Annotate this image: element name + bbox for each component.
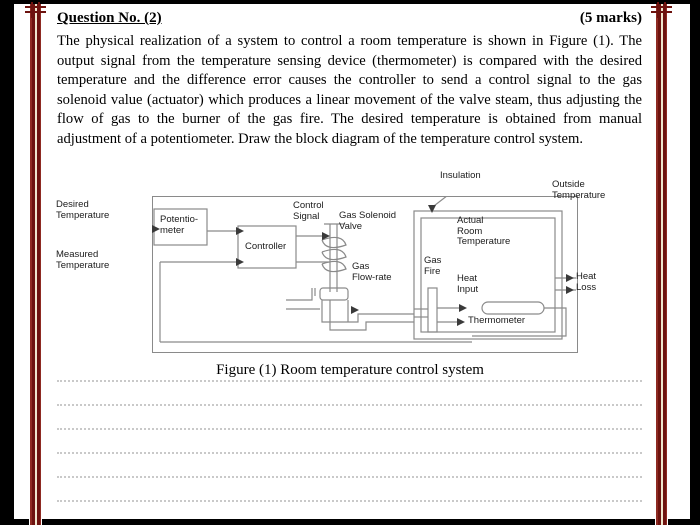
figure-diagram: Desired Temperature Measured Temperature… (56, 170, 605, 353)
decorative-border-left (29, 4, 42, 525)
page-edge-bottom (0, 519, 700, 525)
answer-rule-line (57, 428, 642, 430)
label-control-signal: Control Signal (293, 200, 324, 222)
diagram-graphics (152, 196, 576, 343)
answer-rule-line (57, 404, 642, 406)
question-body-text: The physical realization of a system to … (57, 33, 642, 147)
label-heat-loss: Heat Loss (576, 271, 597, 293)
decorative-ornament-right (651, 2, 672, 18)
answer-rule-line (57, 500, 642, 502)
answer-ruled-lines (57, 380, 642, 524)
label-controller: Controller (245, 241, 287, 252)
answer-rule-line (57, 452, 642, 454)
label-gas-flow-rate: Gas Flow-rate (352, 261, 392, 283)
label-thermometer: Thermometer (468, 315, 526, 326)
label-heat-input: Heat Input (457, 273, 479, 295)
figure-caption: Figure (1) Room temperature control syst… (216, 362, 484, 378)
page-edge-left (0, 0, 14, 525)
label-measured-temperature: Measured Temperature (56, 249, 110, 271)
answer-rule-line (57, 380, 642, 382)
label-gas-fire: Gas Fire (424, 255, 442, 277)
decorative-ornament-left (25, 2, 46, 18)
diagram-frame (152, 196, 578, 353)
label-potentiometer: Potentio- meter (160, 214, 199, 236)
label-insulation: Insulation (440, 170, 481, 181)
page-edge-right (690, 0, 700, 525)
question-header: Question No. (2) (5 marks) (57, 10, 642, 27)
decorative-border-right (655, 4, 668, 525)
page-edge-top (0, 0, 700, 4)
label-actual-room-temperature: Actual Room Temperature (457, 215, 511, 248)
question-marks: (5 marks) (579, 10, 642, 26)
question-number: Question No. (2) (57, 10, 162, 26)
label-desired-temperature: Desired Temperature (56, 199, 110, 221)
label-outside-temperature: Outside Temperature (552, 179, 606, 201)
label-gas-solenoid-valve: Gas Solenoid Valve (339, 210, 397, 232)
answer-rule-line (57, 476, 642, 478)
